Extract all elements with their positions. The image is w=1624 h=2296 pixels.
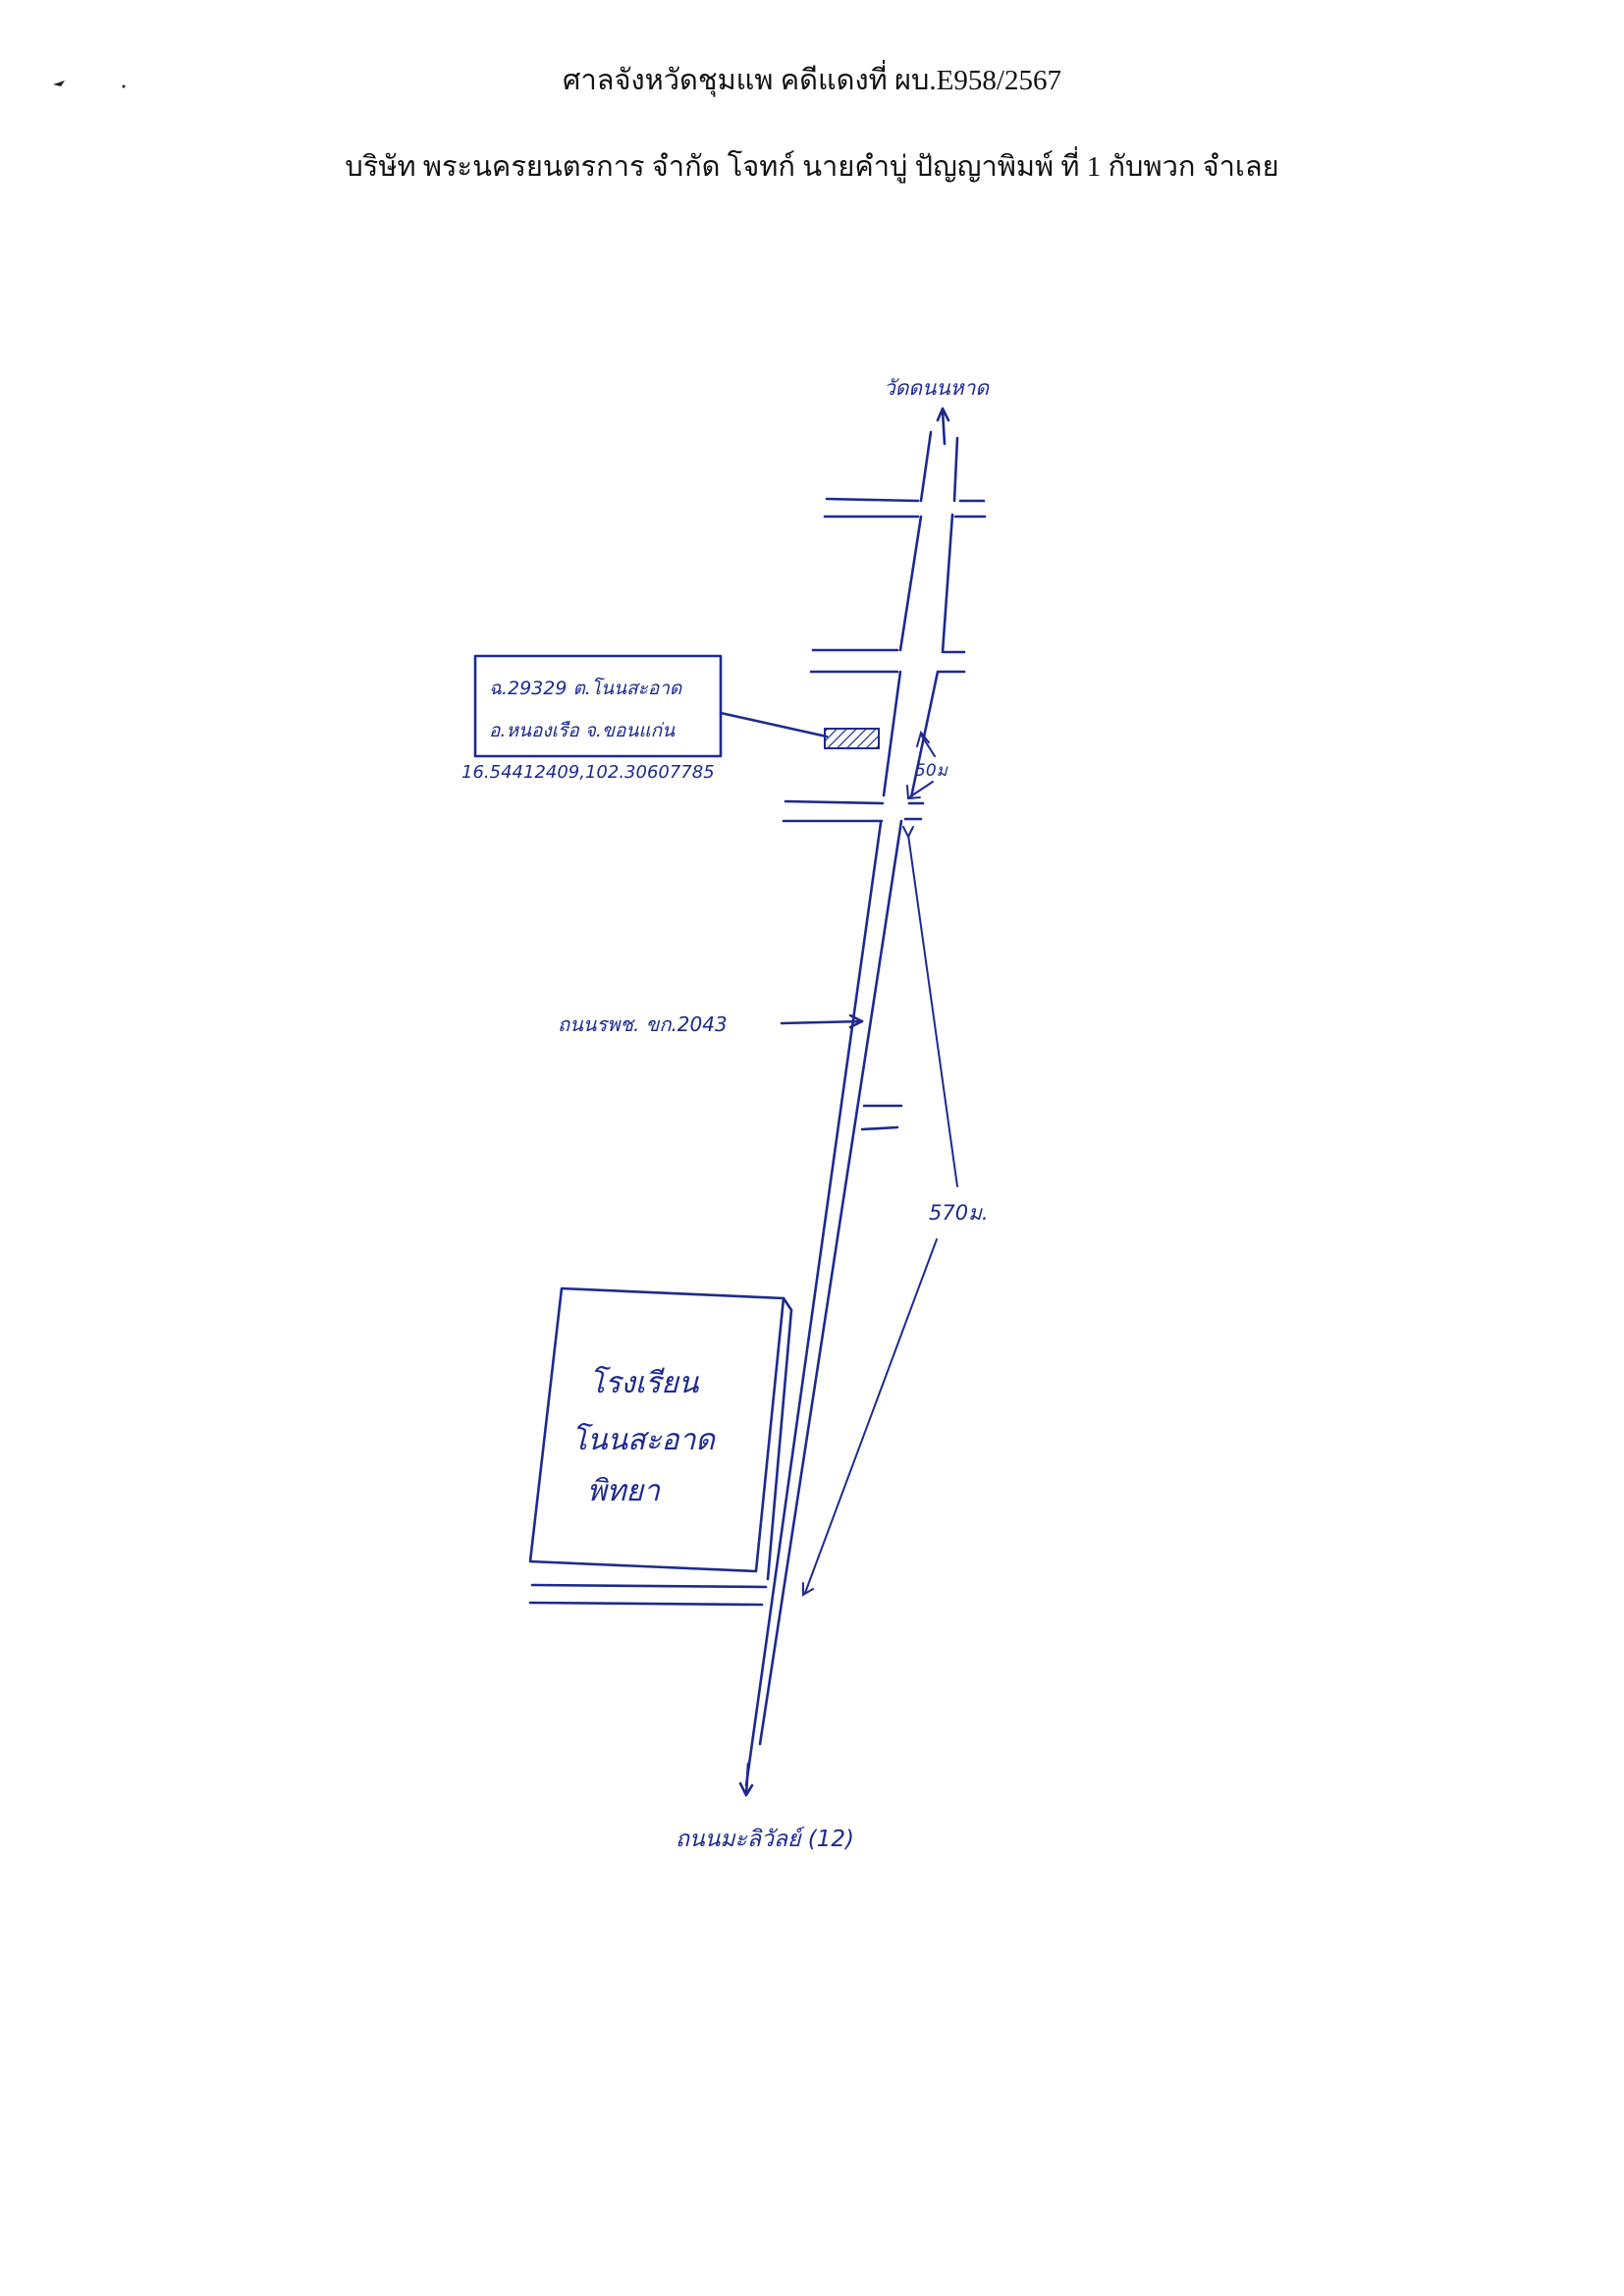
parcel-line-1: ฉ.29329 ต.โนนสะอาด — [489, 677, 683, 699]
side-street-bottom — [528, 1583, 768, 1607]
road-name-label: ถนนรพช. ขก.2043 — [558, 1012, 728, 1036]
north-arrow-icon — [936, 407, 950, 446]
court-case-heading: ศาลจังหวัดชุมแพ คดีแดงที่ ผบ.E958/2567 — [563, 65, 1061, 96]
school-name-line-2: โนนสะอาด — [571, 1422, 716, 1457]
school-name-line-1: โรงเรียน — [589, 1365, 700, 1400]
school-name-line-3: พิทยา — [587, 1474, 661, 1508]
parcel-coordinates: 16.54412409,102.30607785 — [461, 762, 715, 783]
main-road-lower — [744, 819, 903, 1787]
south-road-label: ถนนมะลิวัลย์ (12) — [676, 1826, 854, 1852]
short-distance-marker: 50ม — [906, 730, 948, 800]
land-parcel-marker — [824, 728, 880, 749]
long-distance-marker: 570ม. — [802, 826, 989, 1597]
parties-heading: บริษัท พระนครยนตรการ จำกัด โจทก์ นายคำบู… — [345, 151, 1279, 183]
side-street-middle — [860, 1104, 903, 1131]
parcel-info-box: ฉ.29329 ต.โนนสะอาด อ.หนองเรือ จ.ขอนแก่น — [473, 654, 829, 758]
short-distance-label: 50ม — [915, 761, 948, 781]
north-destination-label: วัดดนนหาด — [884, 376, 990, 400]
main-road-upper — [882, 430, 959, 799]
long-distance-label: 570ม. — [929, 1201, 989, 1225]
school-building: โรงเรียน โนนสะอาด พิทยา — [528, 1286, 793, 1581]
cross-streets — [782, 497, 987, 823]
south-arrow-icon — [738, 1762, 754, 1797]
scan-artifact — [53, 81, 126, 88]
road-label-group: ถนนรพช. ขก.2043 — [558, 1012, 864, 1036]
parcel-line-2: อ.หนองเรือ จ.ขอนแก่น — [489, 720, 676, 741]
